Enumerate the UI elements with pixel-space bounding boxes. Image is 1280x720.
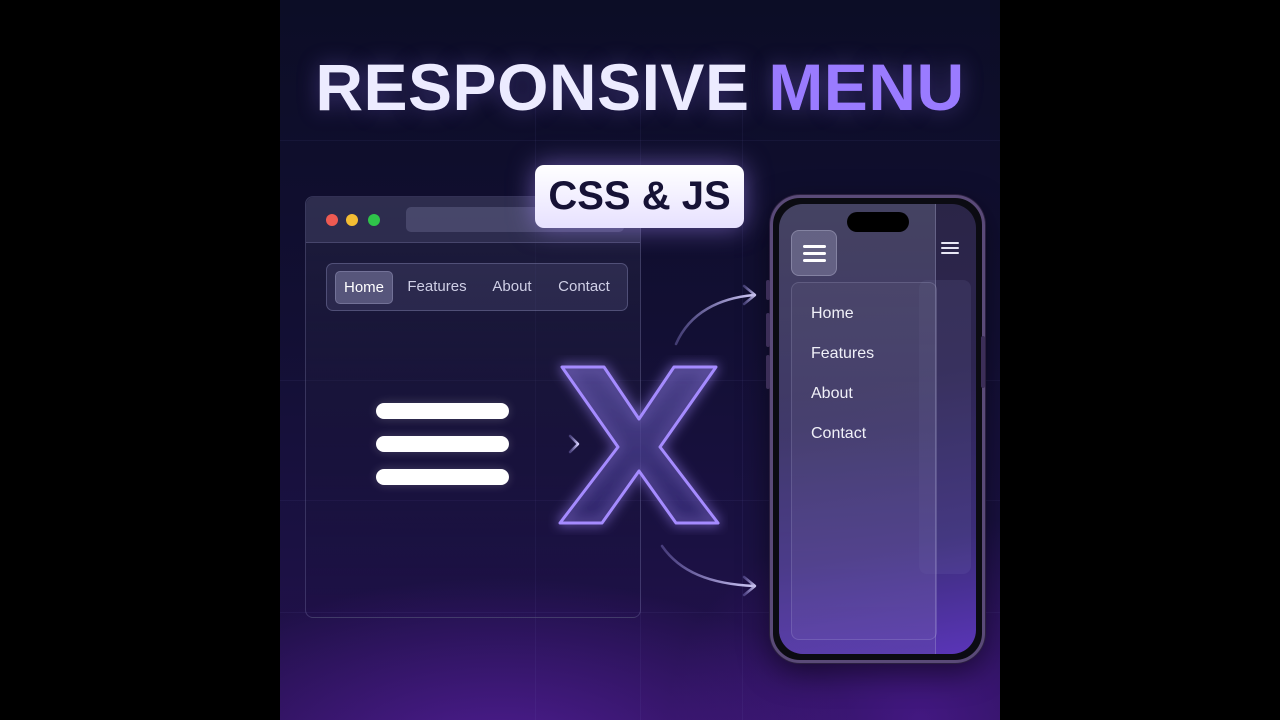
arrow-down-icon — [660, 544, 756, 588]
arrowhead-icon — [568, 434, 580, 454]
arrowhead-icon — [742, 284, 757, 306]
close-window-dot[interactable] — [326, 214, 338, 226]
phone-side-button — [766, 313, 770, 347]
arrow-up-icon — [674, 293, 756, 346]
mobile-nav-about[interactable]: About — [811, 385, 853, 402]
page-title: RESPONSIVE MENU — [280, 52, 1000, 122]
thumbnail-frame: RESPONSIVE MENU CSS & JS Home Features A… — [280, 0, 1000, 720]
tech-badge: CSS & JS — [535, 165, 744, 228]
mobile-nav-contact[interactable]: Contact — [811, 425, 867, 442]
mobile-nav-home[interactable]: Home — [811, 305, 854, 322]
phone-side-button — [981, 336, 985, 388]
desktop-navbar: Home Features About Contact — [326, 263, 628, 311]
menu-toggle-button[interactable] — [791, 230, 837, 276]
hamburger-icon[interactable] — [941, 242, 959, 256]
hamburger-line — [376, 436, 509, 452]
maximize-window-dot[interactable] — [368, 214, 380, 226]
nav-item-contact[interactable]: Contact — [558, 278, 610, 295]
phone-screen: Home Features About Contact — [779, 204, 976, 654]
mobile-menu-drawer: Home Features About Contact — [779, 204, 937, 654]
title-word-responsive: RESPONSIVE — [315, 50, 750, 124]
phone-mockup: Home Features About Contact — [766, 195, 985, 663]
close-x-icon — [558, 365, 720, 525]
hamburger-line — [376, 403, 509, 419]
dynamic-island — [847, 212, 909, 232]
nav-item-features[interactable]: Features — [407, 278, 467, 295]
drawer-panel — [791, 282, 937, 640]
nav-item-about[interactable]: About — [492, 278, 532, 295]
grid-line — [742, 100, 743, 720]
phone-side-button — [766, 280, 770, 300]
mobile-nav-features[interactable]: Features — [811, 345, 875, 362]
hamburger-line — [376, 469, 509, 485]
flow-arrows — [522, 284, 757, 597]
phone-side-button — [766, 355, 770, 389]
minimize-window-dot[interactable] — [346, 214, 358, 226]
grid-line — [280, 140, 1000, 141]
title-word-menu: MENU — [768, 50, 965, 124]
nav-item-home[interactable]: Home — [335, 271, 393, 304]
arrowhead-icon — [742, 575, 757, 597]
